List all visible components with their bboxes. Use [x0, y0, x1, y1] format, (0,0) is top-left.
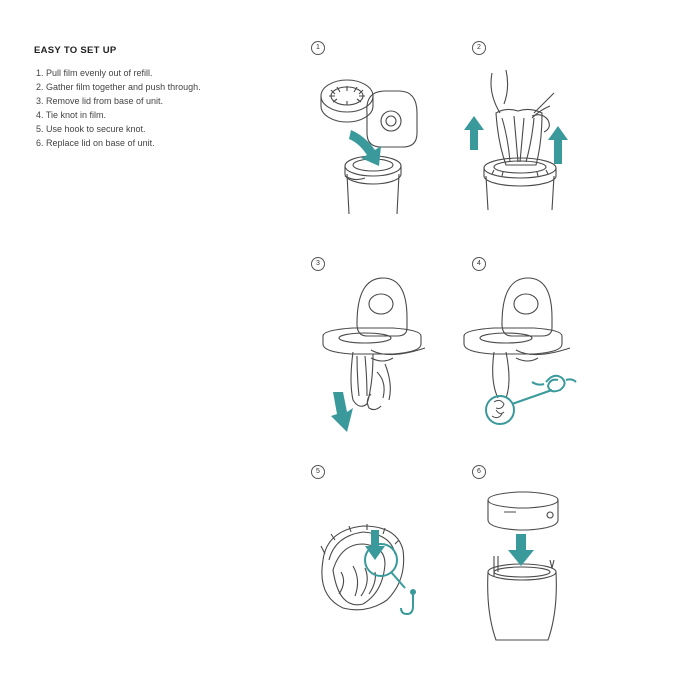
step-4-illustration: 4	[462, 252, 612, 437]
step-4-badge: 4	[472, 257, 486, 271]
step-5-badge: 5	[311, 465, 325, 479]
steps-list: 1. Pull film evenly out of refill. 2. Ga…	[36, 66, 201, 150]
step-1: 1. Pull film evenly out of refill.	[36, 68, 153, 78]
secure-knot-drawing	[320, 524, 416, 616]
replace-lid-drawing	[487, 491, 559, 641]
step-2-illustration: 2	[462, 38, 612, 223]
step-6-badge: 6	[472, 465, 486, 479]
remove-lid-drawing	[322, 277, 426, 432]
step-3-badge: 3	[311, 257, 325, 271]
step-2: 2. Gather film together and push through…	[36, 82, 201, 92]
step-4: 4. Tie knot in film.	[36, 110, 107, 120]
step-3-illustration: 3	[305, 252, 455, 437]
push-film-drawing	[464, 69, 568, 211]
refill-unit-drawing	[320, 79, 418, 215]
step-3: 3. Remove lid from base of unit.	[36, 96, 164, 106]
step-6: 6. Replace lid on base of unit.	[36, 138, 155, 148]
step-1-badge: 1	[311, 41, 325, 55]
step-1-illustration: 1	[305, 38, 455, 223]
tie-knot-drawing	[463, 277, 577, 425]
step-6-illustration: 6	[462, 460, 612, 645]
step-2-badge: 2	[472, 41, 486, 55]
step-5-illustration: 5	[305, 460, 455, 645]
instructions-heading: EASY TO SET UP	[34, 45, 117, 56]
step-5: 5. Use hook to secure knot.	[36, 124, 146, 134]
